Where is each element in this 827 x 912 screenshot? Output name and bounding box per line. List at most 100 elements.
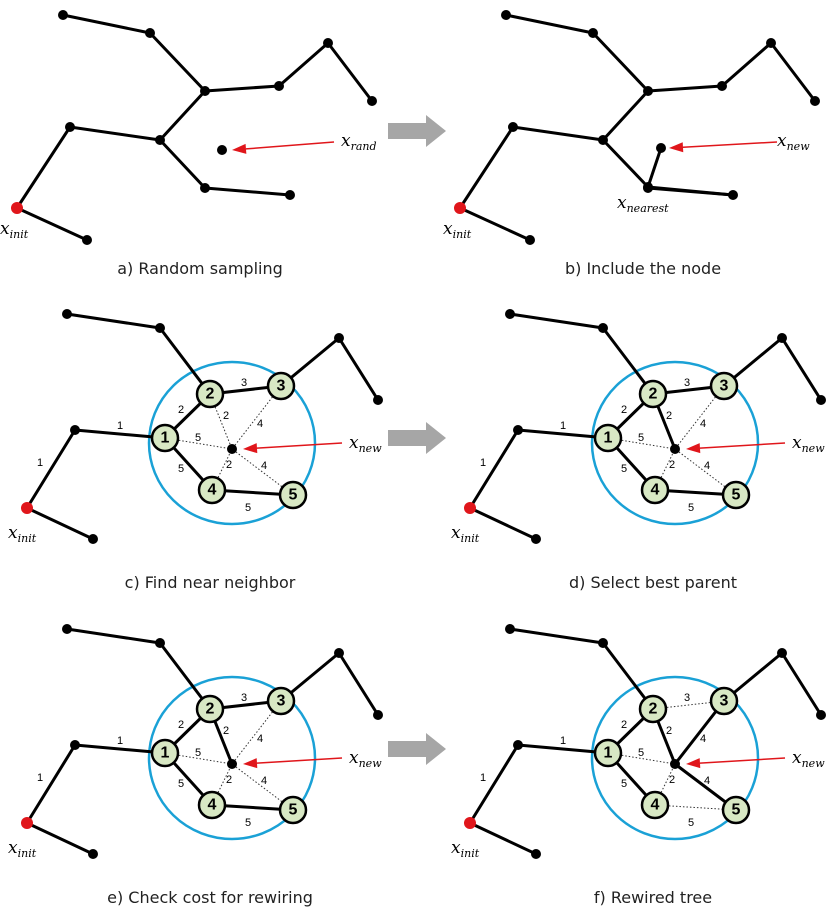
neighbor-node-label: 2: [649, 386, 658, 403]
tree-node: [643, 86, 653, 96]
edge-weight-label: 4: [257, 733, 263, 745]
tree-node: [200, 86, 210, 96]
panel-caption: f) Rewired tree: [594, 888, 712, 907]
tree-node: [513, 740, 523, 750]
edge-weight-label: 2: [223, 410, 229, 422]
tree-edge: [458, 125, 515, 210]
tree-edge: [504, 13, 595, 35]
neighbor-node-label: 2: [206, 701, 215, 718]
x-rand-label-symbol: x: [341, 131, 351, 151]
neighbor-node-circle: [721, 480, 751, 510]
x-new-label-symbol: x: [349, 748, 359, 768]
edge-weight-label: 5: [638, 432, 644, 444]
tree-edge: [468, 743, 520, 825]
tree-node: [816, 395, 826, 405]
neighbor-node-label: 1: [161, 745, 170, 762]
new-node: [227, 759, 237, 769]
tree-edge: [468, 428, 520, 510]
tree-node: [155, 323, 165, 333]
neighbor-node-label: 1: [604, 745, 613, 762]
tree-edge: [646, 84, 724, 93]
tree-node: [155, 638, 165, 648]
x-nearest-label-symbol: x: [617, 193, 627, 213]
tree-edge: [61, 13, 152, 35]
tree-node: [70, 425, 80, 435]
neighbor-node-label: 3: [277, 693, 286, 710]
x-init-label: xinit: [451, 523, 480, 545]
edge-weight-label: 1: [560, 735, 566, 747]
tree-edge: [458, 206, 532, 242]
neighbor-node-circle: [593, 423, 623, 453]
neighbor-node-label: 1: [161, 430, 170, 447]
tree-edge: [511, 125, 605, 142]
tree-node: [501, 10, 511, 20]
panel-caption: b) Include the node: [565, 259, 721, 278]
tree-node: [155, 135, 165, 145]
panel-caption: c) Find near neighbor: [125, 573, 296, 592]
neighbor-node-label: 4: [208, 797, 217, 814]
neighbor-node-5: 5: [278, 480, 308, 510]
new-node-arrow-head: [243, 443, 258, 454]
x-nearest-label-subscript: nearest: [627, 202, 670, 215]
tree-node: [505, 309, 515, 319]
x-init-label-subscript: init: [10, 228, 29, 241]
tree-node: [525, 235, 535, 245]
neighbor-node-label: 5: [289, 802, 298, 819]
x-new-label-symbol: x: [349, 433, 359, 453]
edge-weight-label: 1: [37, 772, 43, 784]
tree-edge: [25, 821, 95, 856]
tree-node: [717, 81, 727, 91]
tree-node: [285, 190, 295, 200]
x-new-label-subscript: new: [802, 442, 826, 455]
neighbor-node-circle: [593, 738, 623, 768]
tree-edge: [15, 206, 89, 242]
neighbor-node-3: 3: [709, 686, 739, 716]
tree-edge: [646, 185, 735, 197]
neighbor-node-label: 3: [720, 378, 729, 395]
new-node-arrow: [686, 757, 786, 769]
edge-weight-label: 5: [621, 463, 627, 475]
tree-edge: [337, 336, 380, 402]
edge-weight-label: 1: [480, 457, 486, 469]
tree-node: [513, 425, 523, 435]
edge-weight-label: 1: [37, 457, 43, 469]
tree-edge: [769, 41, 817, 103]
tree-node: [766, 38, 776, 48]
new-node-arrow-shaft: [256, 442, 343, 449]
candidate-edge: [674, 385, 725, 450]
new-node-arrow-shaft: [699, 757, 786, 764]
init-node: [21, 817, 33, 829]
neighbor-node-circle: [266, 371, 296, 401]
new-node: [670, 759, 680, 769]
x-init-label-subscript: init: [18, 532, 37, 545]
edge-weight-label: 4: [700, 418, 706, 430]
tree-node: [58, 10, 68, 20]
x-new-label-symbol: x: [792, 748, 802, 768]
edge-weight-label: 2: [669, 459, 675, 471]
tree-node: [367, 96, 377, 106]
sample-arrow-head: [669, 142, 684, 153]
panel-caption: d) Select best parent: [569, 573, 737, 592]
sample-arrow-head: [232, 143, 247, 154]
neighbor-node-label: 5: [732, 487, 741, 504]
tree-node: [810, 96, 820, 106]
tree-edge: [158, 89, 207, 142]
sample-arrow-shaft: [682, 141, 778, 148]
tree-edge: [73, 428, 167, 440]
neighbor-node-circle: [721, 795, 751, 825]
neighbor-node-5: 5: [721, 795, 751, 825]
edge-weight-label: 4: [261, 775, 267, 787]
x-init-label-symbol: x: [451, 523, 461, 543]
x-new-label-symbol: x: [792, 433, 802, 453]
tree-edge: [277, 41, 330, 88]
neighbor-node-1: 1: [150, 738, 180, 768]
x-new-label-subscript: new: [802, 757, 826, 770]
tree-node: [145, 28, 155, 38]
tree-node: [777, 648, 787, 658]
neighbor-node-4: 4: [197, 475, 227, 505]
neighbor-node-label: 4: [651, 482, 660, 499]
tree-node: [70, 740, 80, 750]
tree-edge: [508, 627, 605, 645]
